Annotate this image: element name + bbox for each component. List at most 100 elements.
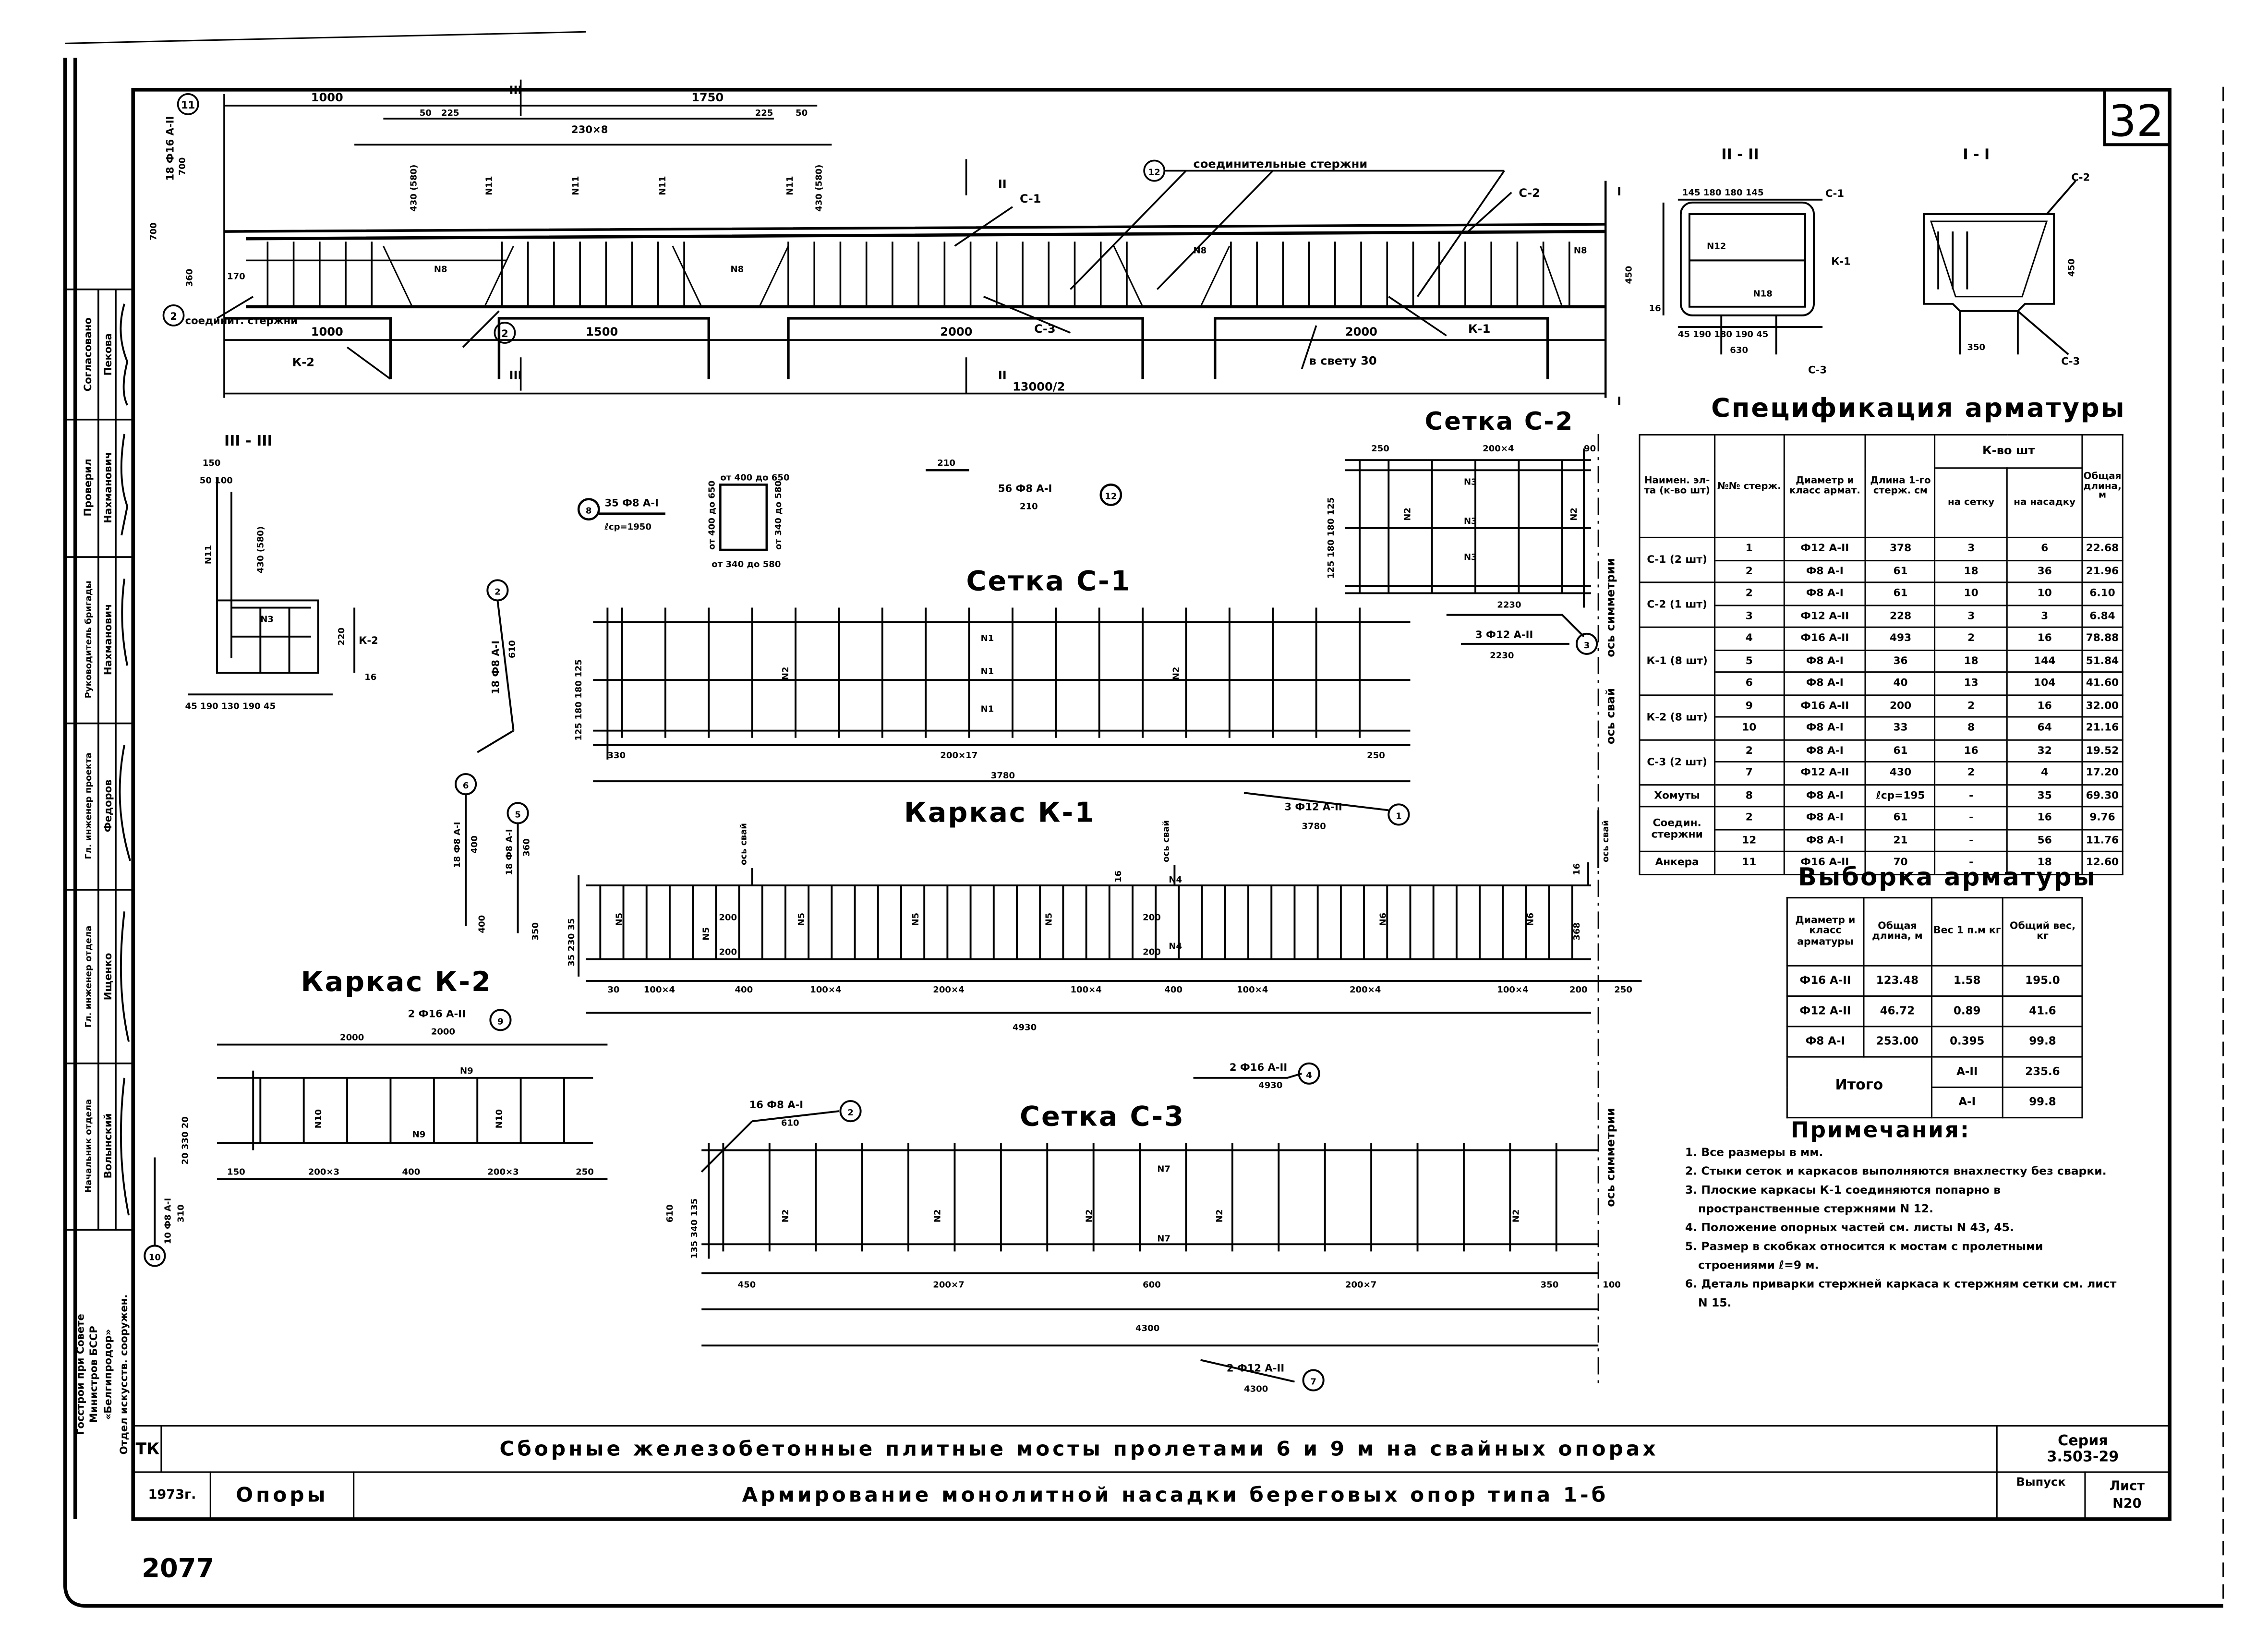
cell-no: 9	[1713, 693, 1785, 718]
dim: 250	[576, 1167, 594, 1177]
dim: 330	[607, 750, 626, 761]
bar-length: 2230	[1490, 651, 1514, 661]
dim: 225	[755, 108, 773, 118]
dim: 200×4	[933, 985, 964, 995]
cell-len: 430	[1865, 761, 1936, 785]
bar-mark: N18	[1753, 289, 1773, 299]
bar-mark: N2	[932, 1209, 942, 1222]
bar-label: 10 Ф8 А-I	[163, 1198, 173, 1244]
cell-total: 51.84	[2081, 649, 2123, 673]
elevation-labels: 1000 1750 50 225 230×8 225 50 430 (580) …	[148, 84, 1634, 408]
dim: 430 (580)	[255, 526, 265, 573]
callout-number: 7	[1310, 1377, 1316, 1387]
axis-label: ось симметрии	[1604, 1108, 1617, 1207]
cell: 46.72	[1862, 995, 1932, 1028]
dim: от 340 до 580	[712, 559, 781, 569]
cell-total: 41.60	[2081, 671, 2123, 695]
col-element: Наимен. эл-та (к-во шт)	[1639, 434, 1715, 538]
dim: 350	[531, 922, 541, 941]
dim: 200×17	[940, 750, 977, 761]
cell-element: С-3 (2 шт)	[1639, 738, 1715, 785]
dim: 20 330 20	[181, 1116, 191, 1165]
bar-label: 2 Ф16 А-II	[408, 1007, 466, 1019]
bar-mark: N4	[1169, 942, 1182, 952]
dim: 35 230 35	[567, 918, 577, 967]
cell-element: С-2 (1 шт)	[1639, 581, 1715, 628]
cell-mesh: -	[1934, 850, 2008, 875]
dim: от 400 до 650	[707, 481, 717, 550]
dim: 200×7	[933, 1280, 964, 1290]
cell-d: Ф12 А-II	[1783, 761, 1867, 785]
cell-no: 1	[1713, 536, 1785, 561]
section-mark: II	[998, 368, 1007, 382]
dim: 200×3	[308, 1167, 339, 1177]
note: 3. Плоские каркасы К-1 соединяются попар…	[1685, 1183, 2001, 1216]
bar-mark: N3	[1464, 552, 1477, 562]
cell-cap: 16	[2006, 693, 2083, 718]
dim: 250	[1371, 444, 1389, 454]
cell-total: 9.76	[2081, 806, 2123, 830]
bar-mark: N4	[1169, 875, 1182, 885]
cell-no: 5	[1713, 649, 1785, 673]
cell-mesh: 13	[1934, 671, 2008, 695]
view-title: Сетка С-3	[1020, 1101, 1185, 1132]
dim: 100×4	[810, 985, 841, 995]
dim: от 340 до 580	[773, 481, 784, 550]
bar-length: 2000	[431, 1027, 455, 1037]
element-label: С-1	[1020, 192, 1041, 206]
cell-len: 228	[1865, 604, 1936, 628]
selection-table: Диаметр и класс арматуры Общая длина, м …	[1786, 897, 2083, 1119]
dim: 170	[227, 272, 245, 282]
section-mark: II	[998, 178, 1007, 191]
cell-len: 36	[1865, 649, 1936, 673]
approval-name: Нахманович	[102, 604, 114, 676]
callout-number: 4	[1306, 1070, 1312, 1080]
cell-cap: 16	[2006, 806, 2083, 830]
bar-mark: N5	[701, 927, 711, 941]
signatures	[119, 303, 132, 1216]
bar-label: 18 Ф8 А-I	[505, 829, 515, 875]
bar-mark: N2	[1085, 1209, 1095, 1222]
dim: 350	[1541, 1280, 1559, 1290]
cell-d: Ф8 А-I	[1783, 581, 1867, 605]
cell-mesh: 16	[1934, 738, 2008, 762]
cell-mesh: 10	[1934, 581, 2008, 605]
cell-cap: 3	[2006, 604, 2083, 628]
view-title: Каркас К-1	[904, 797, 1095, 828]
dim: 16	[1113, 871, 1123, 883]
callout-number: 8	[586, 506, 592, 516]
bar-mark: N8	[434, 264, 447, 274]
approval-role: Проверил	[82, 459, 94, 516]
cell-total: 11.76	[2081, 828, 2123, 852]
cell-cap: 144	[2006, 649, 2083, 673]
cell: 1.58	[1930, 965, 2004, 997]
cell-mesh: -	[1934, 828, 2008, 852]
dim: 13000/2	[1013, 380, 1065, 394]
cell-cap: 104	[2006, 671, 2083, 695]
bar-label: 3 Ф12 А-II	[1284, 800, 1342, 812]
dim: 200×4	[1350, 985, 1381, 995]
approval-name: Федоров	[102, 780, 114, 833]
anchor-label: 18 Ф16 А-II	[164, 116, 176, 181]
element-label: К-2	[359, 634, 378, 646]
col-total-weight: Общий вес, кг	[2002, 897, 2083, 967]
cell-d: Ф16 А-II	[1783, 626, 1867, 651]
org-line: Госстрой при Совете	[74, 1314, 86, 1435]
bar-label: 18 Ф8 А-I	[489, 641, 501, 694]
callout-number: 2	[847, 1108, 854, 1118]
dim: 630	[1730, 345, 1748, 355]
dim: 400	[402, 1167, 421, 1177]
col-per-cap: на насадку	[2006, 467, 2083, 538]
approval-role: Согласовано	[82, 317, 94, 391]
dim: 90	[1584, 444, 1596, 454]
cell-d: Ф8 А-I	[1783, 649, 1867, 673]
dim: 200×4	[1483, 444, 1514, 454]
element-label: К-1	[1831, 255, 1851, 267]
cell-total: 69.30	[2081, 783, 2123, 808]
bar-length: 610	[507, 640, 518, 658]
dim: 230×8	[571, 123, 608, 135]
